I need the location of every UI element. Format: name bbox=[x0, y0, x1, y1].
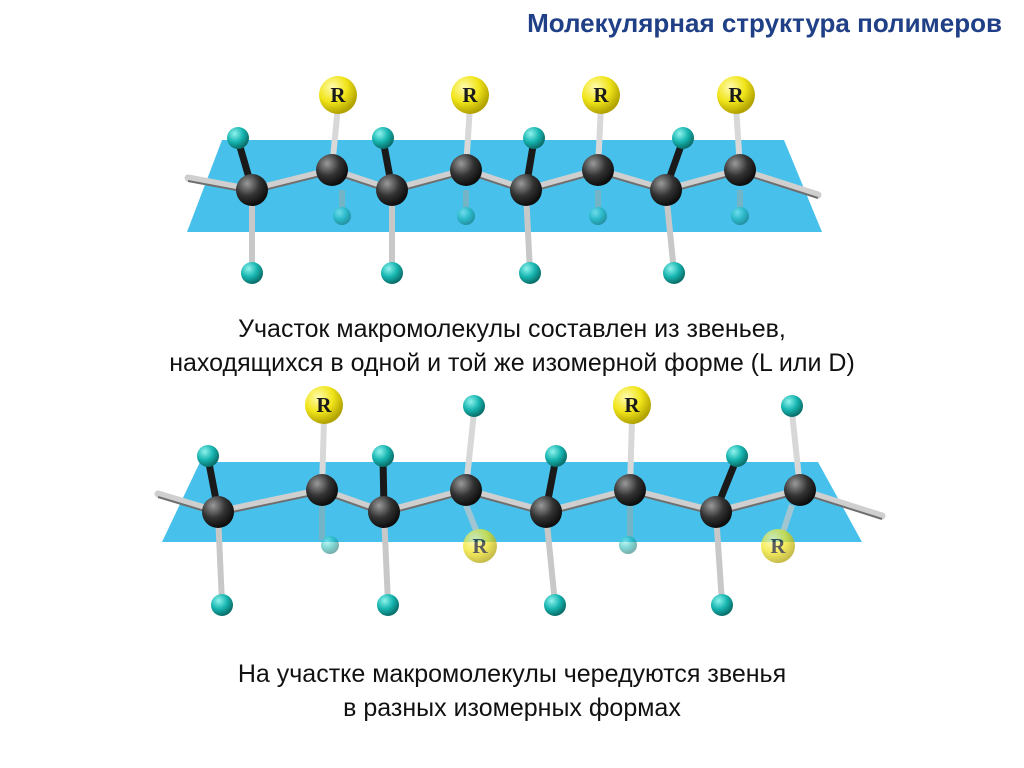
caption-line: На участке макромолекулы чередуются звен… bbox=[237, 660, 787, 688]
substituent-atom: R bbox=[451, 76, 489, 114]
substituent-atom: R bbox=[319, 76, 357, 114]
back-hydrogens bbox=[333, 190, 749, 225]
upper-hydrogen-atoms bbox=[227, 127, 694, 149]
substituent-label: R bbox=[462, 83, 478, 107]
lower-hydrogen-bonds bbox=[215, 513, 725, 604]
substituent-atom: R bbox=[582, 76, 620, 114]
carbon-atoms bbox=[236, 154, 756, 206]
isotactic-molecule-diagram: R R R R bbox=[184, 76, 822, 284]
substituent-atom: R bbox=[305, 386, 343, 424]
syndiotactic-caption: На участке макромолекулы чередуются звен… bbox=[0, 657, 1024, 725]
backbone-bonds bbox=[184, 166, 822, 199]
substituent-label: R bbox=[472, 534, 488, 558]
substituent-label: R bbox=[330, 83, 346, 107]
substituent-atom: R bbox=[761, 504, 795, 563]
lower-hydrogen-atoms bbox=[241, 262, 685, 284]
substituent-atom: R bbox=[463, 503, 497, 563]
substituent-label: R bbox=[316, 393, 332, 417]
substituent-label: R bbox=[593, 83, 609, 107]
caption-line: находящихся в одной и той же изомерной ф… bbox=[169, 349, 855, 377]
upper-hydrogen-atoms bbox=[197, 395, 803, 467]
lower-hydrogen-atoms bbox=[211, 594, 733, 616]
page-title: Молекулярная структура полимеров bbox=[527, 8, 1002, 38]
isotactic-caption: Участок макромолекулы составлен из звень… bbox=[0, 312, 1024, 380]
carbon-atoms bbox=[202, 474, 816, 528]
syndiotactic-molecule-diagram: R R bbox=[154, 386, 886, 616]
caption-line: Участок макромолекулы составлен из звень… bbox=[238, 315, 786, 343]
substituent-atom: R bbox=[613, 386, 651, 424]
backbone-bonds-shade bbox=[157, 491, 883, 520]
substituent-label: R bbox=[728, 83, 744, 107]
substituent-label: R bbox=[624, 393, 640, 417]
substituent-atom: R bbox=[717, 76, 755, 114]
caption-line: в разных изомерных формах bbox=[343, 694, 681, 722]
backbone-bonds bbox=[154, 486, 886, 520]
substituent-label: R bbox=[770, 534, 786, 558]
back-hydrogens bbox=[319, 505, 637, 554]
backbone-bonds-shade bbox=[187, 171, 819, 199]
